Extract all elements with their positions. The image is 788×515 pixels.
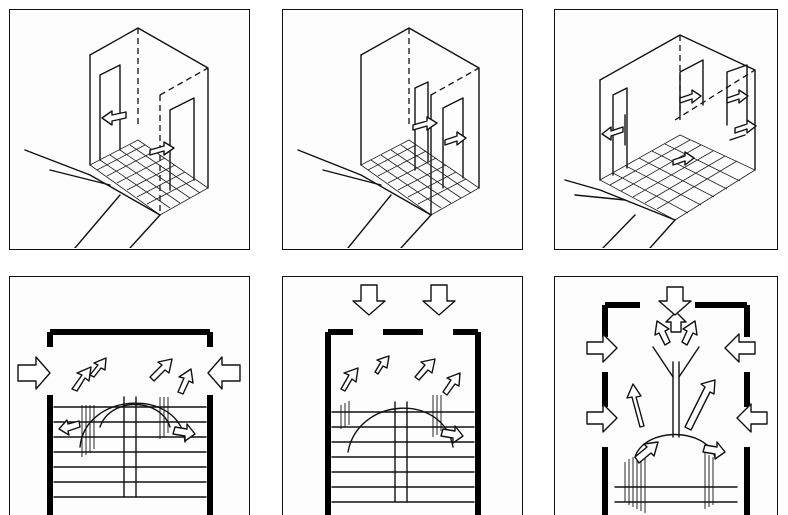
- panel-room-two-doors-a: [9, 9, 250, 250]
- room-drawing-b: [283, 10, 521, 248]
- panel-room-five-doors: [554, 9, 778, 250]
- panel-plan-four-arrows: [9, 276, 250, 515]
- plan-drawing-b: [283, 277, 521, 515]
- panel-room-two-doors-b: [282, 9, 523, 250]
- panel-plan-top-arrows: [282, 276, 523, 515]
- plan-drawing-c: [555, 277, 776, 515]
- room-drawing-a: [10, 10, 248, 248]
- panel-plan-seven-arrows: [554, 276, 778, 515]
- room-drawing-c: [555, 10, 776, 248]
- plan-drawing-a: [10, 277, 248, 515]
